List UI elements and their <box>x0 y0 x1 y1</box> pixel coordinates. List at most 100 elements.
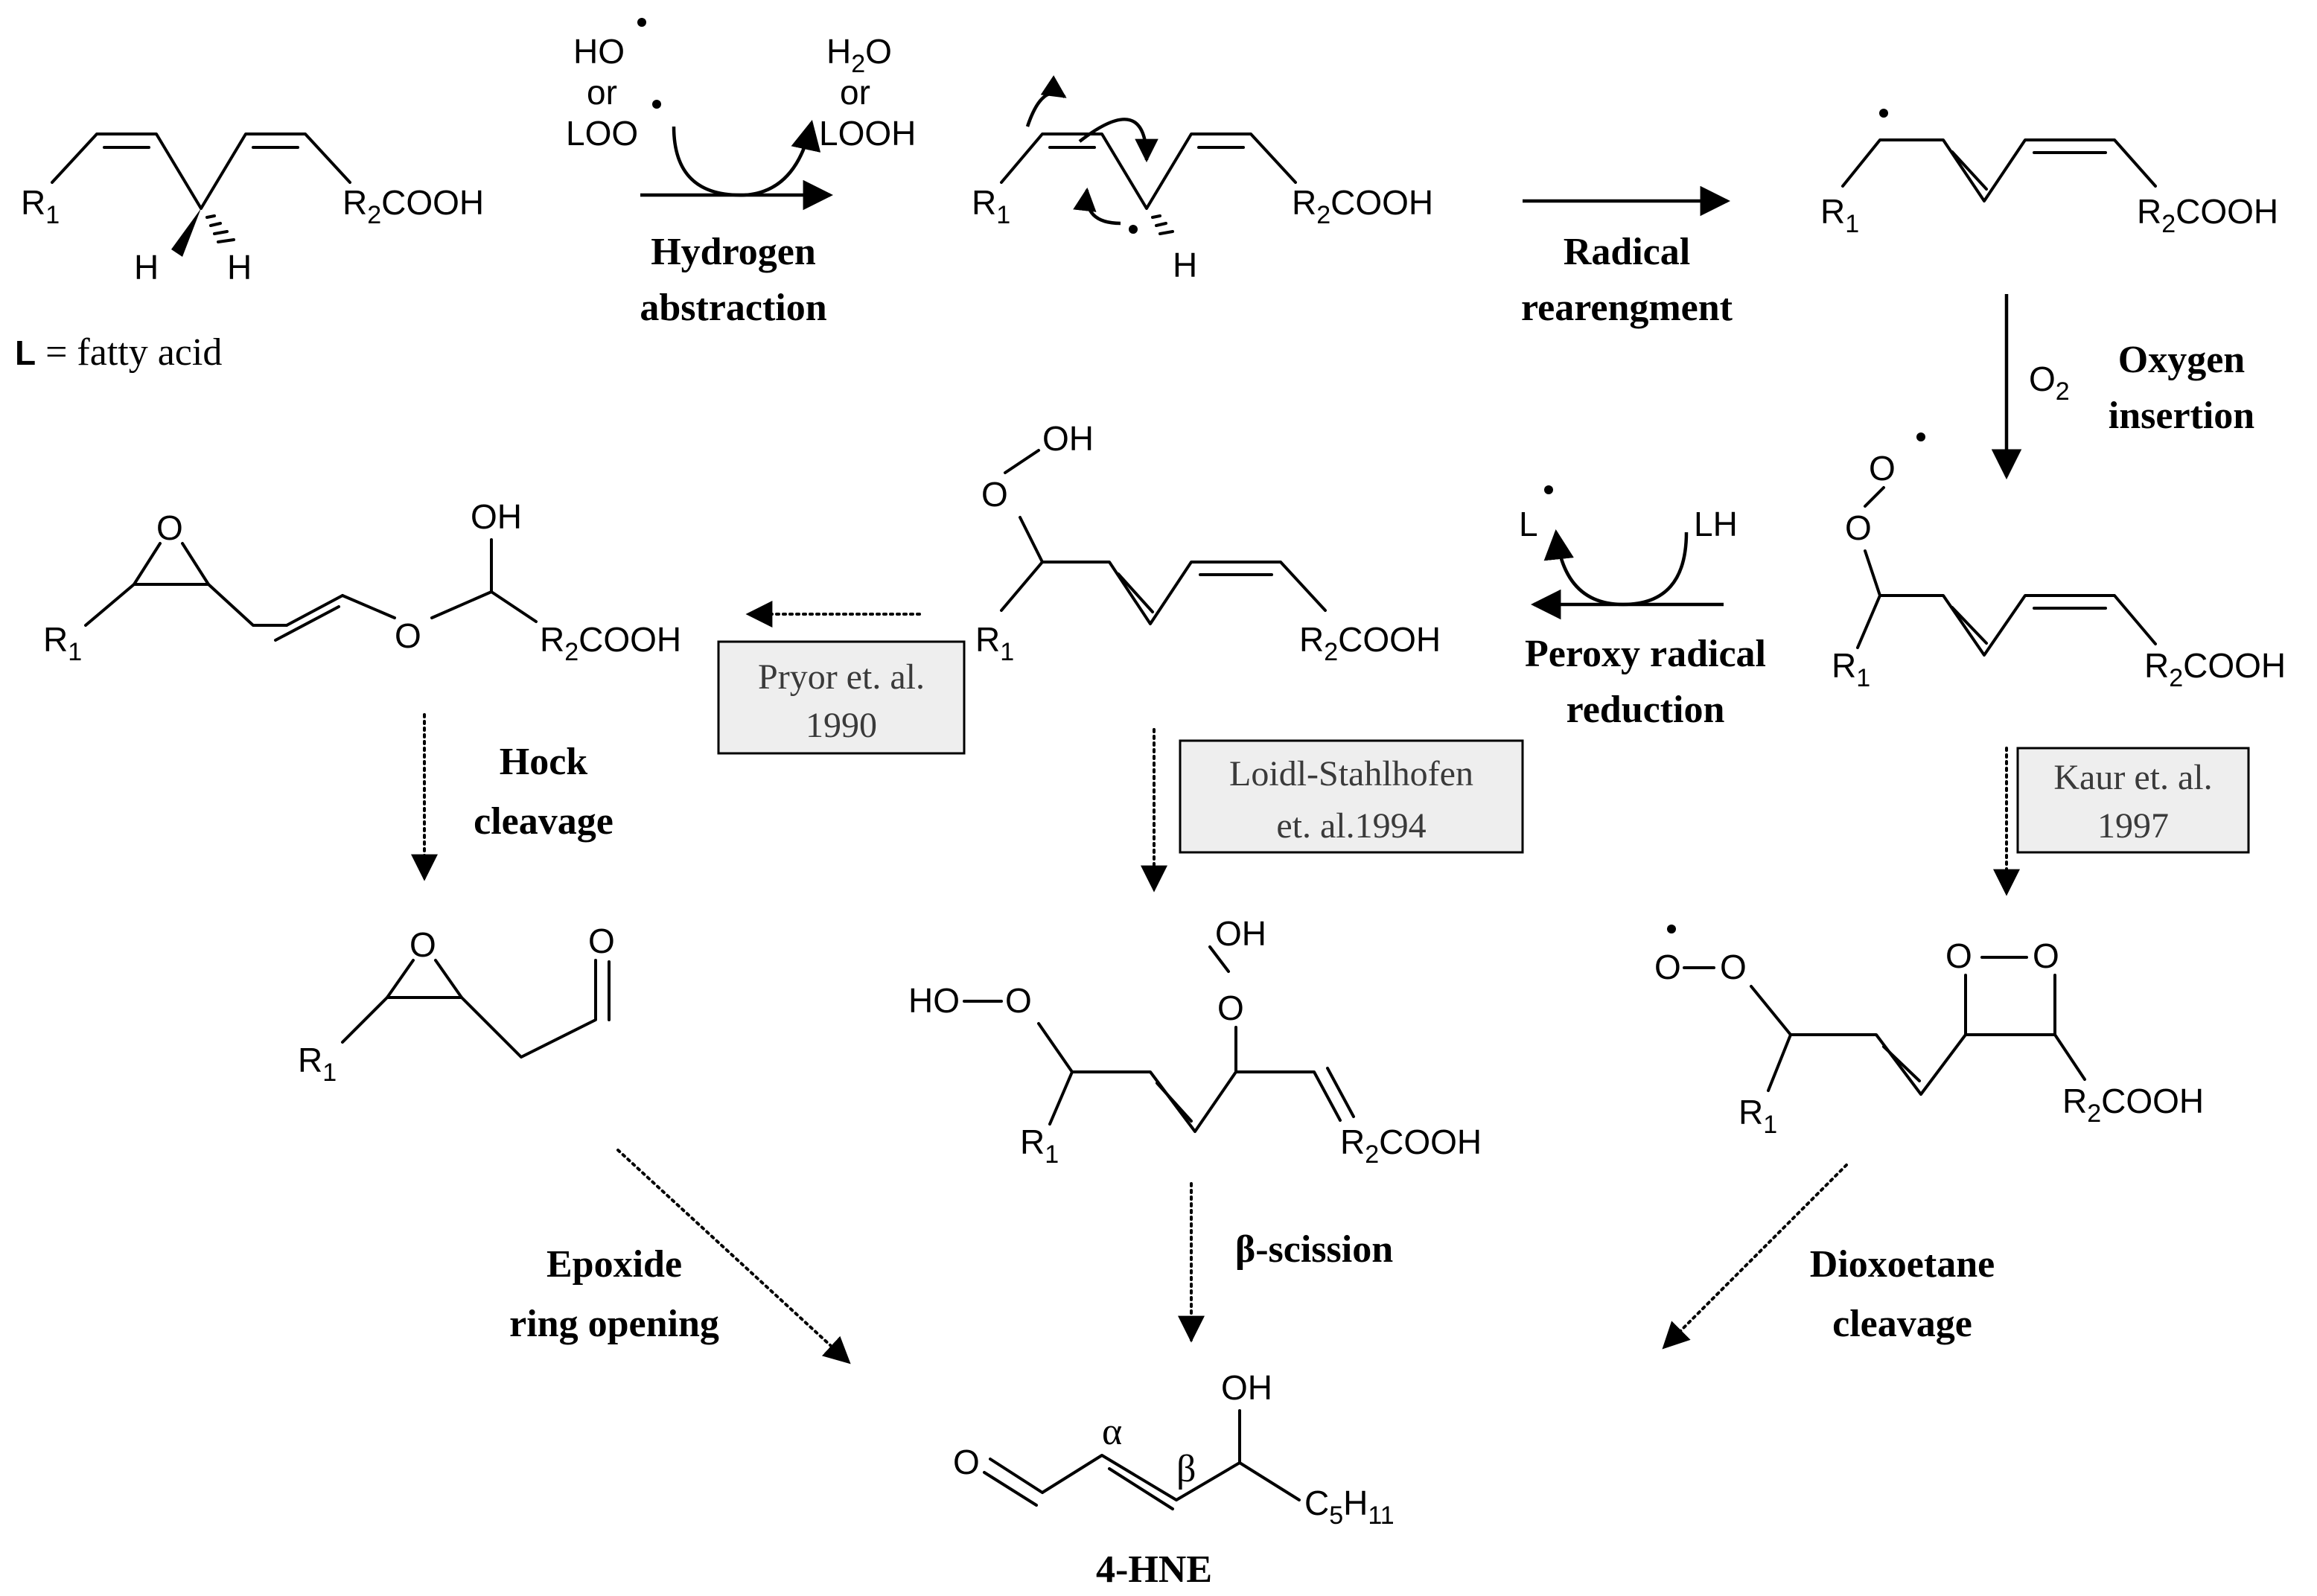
water-label: H2O <box>826 32 892 78</box>
reference-loidl-line2: et. al.1994 <box>1276 806 1426 846</box>
hydroxyl-label: OH <box>471 497 522 536</box>
radical-dot <box>637 18 646 27</box>
hydrogen-label: H <box>1173 246 1197 284</box>
or-label: or <box>587 73 617 112</box>
radical-rearrangement-label-1: Radical <box>1564 231 1690 273</box>
pentyl-label: C5H11 <box>1304 1484 1395 1530</box>
reference-kaur-line2: 1997 <box>2097 806 2169 846</box>
r1-label: R1 <box>43 620 82 666</box>
r2cooh-label: R2COOH <box>2144 646 2286 692</box>
radical-dot <box>1879 109 1888 118</box>
oxygen-atom: O <box>1005 981 1032 1020</box>
hydroxyl-label: OH <box>1042 419 1094 458</box>
hydroperoxy-label: HO <box>908 981 960 1020</box>
looh-label: LOOH <box>819 114 916 153</box>
oxygen-insertion-label-2: insertion <box>2109 395 2255 437</box>
curved-arrow <box>672 120 821 197</box>
r2cooh-label: R2COOH <box>1299 620 1441 666</box>
oxygen-atom: O <box>1217 989 1244 1027</box>
ho-radical-label: HO <box>573 32 625 71</box>
aldehyde-oxygen: O <box>953 1443 980 1481</box>
product-name: 4-HNE <box>1096 1548 1212 1591</box>
r2cooh-label: R2COOH <box>342 183 484 229</box>
reference-kaur-line1: Kaur et. al. <box>2053 758 2212 797</box>
reference-loidl-line1: Loidl-Stahlhofen <box>1229 754 1473 794</box>
peroxyl-radical-structure: O O R1 R2COOH <box>1832 432 2286 692</box>
dioxoetane-cleavage-label-2: cleavage <box>1832 1303 1972 1345</box>
carbonyl-oxygen: O <box>588 922 615 960</box>
reference-pryor-box: Pryor et. al. 1990 <box>717 640 966 755</box>
hydrogen-abstraction-label-1: Hydrogen <box>651 231 816 273</box>
epoxide-opening-arrow <box>616 1149 851 1364</box>
hydrogen-label-right: H <box>227 248 252 287</box>
radical-dot <box>1129 225 1138 234</box>
dioxoetane-cleavage-label-1: Dioxoetane <box>1810 1243 1995 1286</box>
hydroxyl-label: OH <box>1215 914 1266 953</box>
r1-label: R1 <box>298 1041 337 1087</box>
r2cooh-label: R2COOH <box>2137 192 2278 238</box>
r1-label: R1 <box>1020 1123 1059 1169</box>
ether-oxygen: O <box>395 616 421 655</box>
r1-label: R1 <box>1832 646 1870 692</box>
r2cooh-label: R2COOH <box>540 620 681 666</box>
radical-dot <box>1916 432 1925 441</box>
r2cooh-label: R2COOH <box>1292 183 1433 229</box>
or-label: or <box>840 73 870 112</box>
oxygen-insertion-label-1: Oxygen <box>2118 339 2246 381</box>
dioxetane-oxygen: O <box>2033 936 2059 975</box>
epoxide-oxygen: O <box>156 508 183 547</box>
r1-label: R1 <box>975 620 1014 666</box>
lipid-hydroperoxide-structure: O OH R1 R2COOH <box>975 419 1441 666</box>
reference-loidl-box: Loidl-Stahlhofen et. al.1994 <box>1179 739 1524 854</box>
hock-cleavage-label-1: Hock <box>500 741 588 783</box>
4-hne-structure: O OH α β C5H11 4-HNE <box>953 1368 1395 1591</box>
epoxide-opening-label-2: ring opening <box>509 1303 719 1345</box>
radical-rearrangement-label-2: rearengment <box>1521 287 1733 329</box>
oxygen-insertion-step: O2 Oxygen insertion <box>1991 294 2255 480</box>
loo-radical-label: LOO <box>566 114 638 153</box>
radical-dot <box>1544 485 1553 494</box>
oxygen-atom: O <box>1720 948 1747 986</box>
dioxoetane-cleavage-arrow <box>1662 1164 1848 1350</box>
r1-label: R1 <box>1820 192 1859 238</box>
oxygen-atom: O <box>1845 508 1872 547</box>
epoxide-oxygen: O <box>409 925 436 964</box>
reference-pryor-line1: Pryor et. al. <box>758 657 925 697</box>
radical-dot <box>652 100 661 109</box>
hydrogen-abstraction-step: HO or LOO H2O or LOOH Hydrogen abstracti… <box>566 18 916 329</box>
hock-cleavage-label-2: cleavage <box>474 800 613 843</box>
epoxy-aldehyde-structure: O O R1 <box>298 922 615 1087</box>
beta-scission-label: β-scission <box>1235 1228 1393 1271</box>
lh-label: LH <box>1694 505 1738 543</box>
carbon-radical-structure: R1 R2COOH H <box>972 75 1433 284</box>
epoxy-ether-structure: O O OH R1 R2COOH <box>43 497 681 666</box>
dihydroperoxide-structure: HO O O OH R1 R2COOH <box>908 914 1482 1169</box>
peroxy-radical-reduction-step: L LH Peroxy radical reduction <box>1519 485 1766 731</box>
alpha-label: α <box>1102 1411 1122 1453</box>
r1-label: R1 <box>1738 1093 1777 1139</box>
hydrogen-abstraction-label-2: abstraction <box>640 287 826 329</box>
hydroxyl-label: OH <box>1221 1368 1272 1407</box>
fatty-acid-definition: L = fatty acid <box>15 331 222 374</box>
radical-rearrangement-step: Radical rearengment <box>1521 185 1733 329</box>
reference-kaur-box: Kaur et. al. 1997 <box>2016 747 2250 854</box>
curved-arrow <box>1543 529 1689 607</box>
l-radical-label: L <box>1519 505 1538 543</box>
epoxide-opening-label-1: Epoxide <box>546 1243 682 1286</box>
peroxy-reduction-label-1: Peroxy radical <box>1525 633 1766 675</box>
o2-label: O2 <box>2029 360 2070 406</box>
r2cooh-label: R2COOH <box>2062 1082 2204 1128</box>
fatty-acid-structure: R1 R2COOH H H L = fatty acid <box>15 133 484 374</box>
dioxetane-oxygen: O <box>1945 936 1972 975</box>
reference-pryor-line2: 1990 <box>806 706 877 745</box>
peroxy-reduction-label-2: reduction <box>1567 689 1725 731</box>
radical-dot <box>1667 925 1676 933</box>
conjugated-diene-radical-structure: R1 R2COOH <box>1820 109 2278 238</box>
oxygen-atom: O <box>1654 948 1681 986</box>
oxygen-atom: O <box>1869 449 1896 488</box>
r1-label: R1 <box>972 183 1010 229</box>
r1-label: R1 <box>21 183 60 229</box>
beta-label: β <box>1176 1448 1196 1490</box>
hydrogen-label-left: H <box>134 248 159 287</box>
